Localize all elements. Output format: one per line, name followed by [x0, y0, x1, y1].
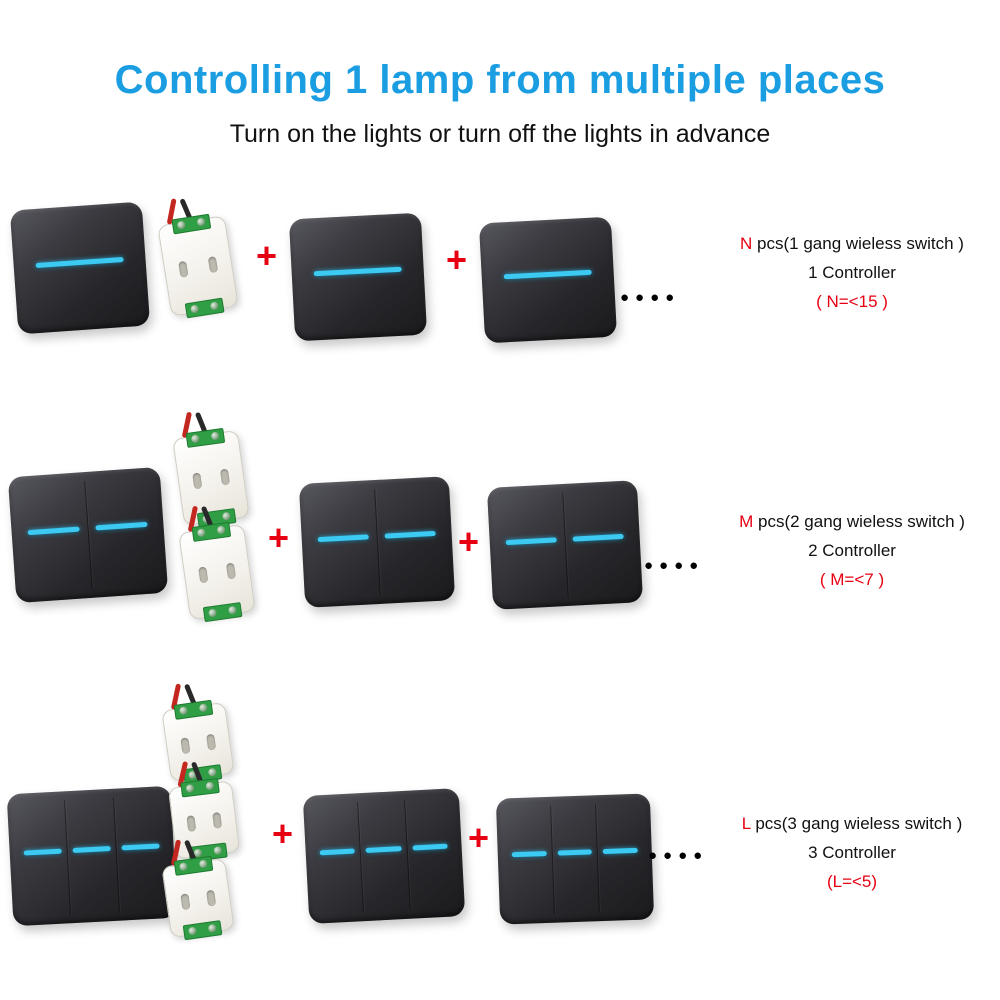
- switch-3gang: [302, 788, 466, 924]
- switch-indicator-line: [23, 848, 62, 856]
- page-title: Controlling 1 lamp from multiple places: [114, 58, 886, 102]
- spec-line-limit: (L=<5): [826, 872, 878, 891]
- quantity-letter: M: [739, 512, 754, 531]
- switch-button: [496, 493, 567, 600]
- switch-2gang: [298, 476, 456, 608]
- switch-button: [595, 802, 645, 913]
- switch-indicator-line: [412, 843, 448, 851]
- plus-sign: +: [268, 517, 290, 558]
- spec-line-controller: 2 Controller: [808, 541, 896, 560]
- terminal-block-bottom: [182, 920, 223, 941]
- switch-indicator-line: [35, 256, 125, 268]
- plus-sign: +: [458, 521, 480, 562]
- switch-button: [373, 485, 446, 595]
- plus-sign: +: [272, 813, 294, 854]
- switch-button: [17, 481, 91, 593]
- switch-indicator-line: [365, 846, 402, 854]
- spec-line-quantity: N pcs(1 gang wieless switch ): [712, 234, 992, 254]
- switch-button: [112, 795, 168, 912]
- switch-button: [308, 489, 379, 598]
- switch-button: [561, 489, 634, 597]
- row-3gang: + + ●●●● L pcs(3 g: [0, 683, 1000, 941]
- quantity-text: pcs(1 gang wieless switch ): [752, 234, 964, 253]
- quantity-letter: N: [740, 234, 753, 253]
- terminal-block-top: [180, 777, 220, 798]
- switch-indicator-line: [602, 848, 638, 855]
- spec-line-limit: ( M=<7 ): [819, 570, 885, 589]
- switch-indicator-line: [313, 266, 403, 277]
- switch-button: [549, 804, 600, 914]
- terminal-block-top: [173, 699, 214, 720]
- quantity-text: pcs(3 gang wieless switch ): [750, 814, 963, 833]
- switch-button: [83, 476, 159, 589]
- switch-3gang: [495, 793, 655, 925]
- switch-button: [357, 799, 410, 913]
- subtitle: Turn on the lights or turn off the light…: [229, 120, 771, 148]
- spec-block-1gang: N pcs(1 gang wieless switch ) 1 Controll…: [712, 234, 992, 321]
- terminal-block-top: [173, 855, 214, 876]
- switch-indicator-line: [572, 533, 624, 542]
- switch-indicator-line: [317, 533, 370, 542]
- switch-button: [19, 211, 140, 325]
- terminal-block-top: [185, 427, 226, 448]
- switch-1gang: [478, 216, 618, 344]
- switch-2gang: [7, 466, 169, 604]
- switch-button: [488, 226, 607, 334]
- spec-line-controller: 3 Controller: [808, 843, 896, 862]
- terminal-block-top: [171, 213, 212, 235]
- switch-button: [505, 806, 553, 915]
- switch-indicator-line: [511, 851, 547, 858]
- spec-block-2gang: M pcs(2 gang wieless switch ) 2 Controll…: [712, 512, 992, 599]
- spec-line-quantity: M pcs(2 gang wieless switch ): [712, 512, 992, 532]
- switch-1gang: [9, 201, 151, 335]
- quantity-letter: L: [741, 814, 751, 833]
- spec-block-3gang: L pcs(3 gang wieless switch ) 3 Controll…: [712, 814, 992, 901]
- quantity-text: pcs(2 gang wieless switch ): [753, 512, 965, 531]
- switch-1gang: [288, 212, 428, 342]
- spec-line-controller: 1 Controller: [808, 263, 896, 282]
- plus-sign: +: [446, 239, 468, 280]
- rf-controller-module: [178, 505, 256, 623]
- switch-button: [403, 797, 456, 910]
- ellipsis-dots: ●●●●: [620, 289, 681, 306]
- ellipsis-dots: ●●●●: [644, 557, 705, 574]
- terminal-block-bottom: [184, 297, 225, 319]
- rf-controller-module: [157, 198, 239, 319]
- switch-indicator-line: [319, 848, 356, 856]
- row-2gang: + + ●●●● M pcs(2 gang wieless switch ) 2…: [0, 411, 1000, 625]
- ellipsis-dots: ●●●●: [648, 847, 709, 864]
- spec-line-limit: ( N=<15 ): [816, 292, 888, 311]
- rf-controller-module: [172, 411, 250, 529]
- switch-indicator-line: [121, 843, 160, 851]
- switch-indicator-line: [384, 530, 436, 539]
- switch-button: [16, 800, 70, 916]
- switch-button: [64, 797, 119, 915]
- plus-sign: +: [468, 817, 490, 858]
- rf-controller-module: [161, 839, 235, 941]
- spec-line-quantity: L pcs(3 gang wieless switch ): [712, 814, 992, 834]
- switch-2gang: [486, 480, 644, 610]
- row-1gang: + + ●●●● N pcs(1 gang wieless switch ) 1…: [0, 190, 1000, 360]
- switch-3gang: [6, 785, 178, 927]
- switch-indicator-line: [95, 522, 148, 531]
- switch-indicator-line: [72, 845, 111, 853]
- switch-indicator-line: [27, 526, 80, 536]
- switch-indicator-line: [503, 269, 593, 280]
- terminal-block-bottom: [202, 602, 243, 623]
- switch-button: [312, 802, 363, 914]
- plus-sign: +: [256, 235, 278, 276]
- switch-button: [298, 222, 417, 332]
- switch-indicator-line: [557, 849, 593, 856]
- switch-indicator-line: [505, 537, 558, 545]
